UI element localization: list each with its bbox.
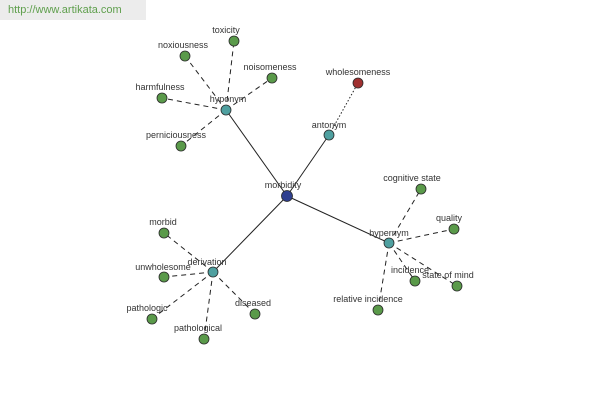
label-hypernym[interactable]: hypernym xyxy=(369,228,409,238)
edge-derivation-pathological xyxy=(203,271,214,340)
node-pathological[interactable] xyxy=(198,333,210,345)
node-wholesomeness[interactable] xyxy=(352,77,364,89)
node-pathologic[interactable] xyxy=(146,313,158,325)
label-state-of-mind[interactable]: state of mind xyxy=(422,270,474,280)
edge-derivation-pathologic xyxy=(151,271,214,320)
node-layer xyxy=(146,35,463,345)
node-antonym[interactable] xyxy=(323,129,335,141)
edge-hypernym-state-of-mind xyxy=(388,242,458,287)
label-quality[interactable]: quality xyxy=(436,213,463,223)
node-hypernym[interactable] xyxy=(383,237,395,249)
label-layer: morbidity hyponym antonym hypernym derivatio… xyxy=(126,25,473,333)
node-harmfulness[interactable] xyxy=(156,92,168,104)
edge-derivation-unwholesome xyxy=(163,271,214,278)
label-incidence[interactable]: incidence xyxy=(391,265,429,275)
label-wholesomeness[interactable]: wholesomeness xyxy=(325,67,391,77)
edge-derivation-morbid xyxy=(163,232,214,273)
label-noisomeness[interactable]: noisomeness xyxy=(243,62,297,72)
edge-hyponym-toxicity xyxy=(225,40,235,111)
label-morbid[interactable]: morbid xyxy=(149,217,177,227)
label-antonym[interactable]: antonym xyxy=(312,120,347,130)
edge-antonym-wholesomeness xyxy=(328,82,359,136)
edge-hypernym-relative-incidence xyxy=(377,242,390,311)
label-noxiousness[interactable]: noxiousness xyxy=(158,40,209,50)
edge-morbidity-derivation xyxy=(212,195,288,273)
edge-morbidity-antonym xyxy=(286,134,330,197)
node-noxiousness[interactable] xyxy=(179,50,191,62)
edge-morbidity-hypernym xyxy=(286,195,390,244)
label-pathologic[interactable]: pathologic xyxy=(126,303,168,313)
label-toxicity[interactable]: toxicity xyxy=(212,25,240,35)
label-diseased[interactable]: diseased xyxy=(235,298,271,308)
label-hyponym[interactable]: hyponym xyxy=(210,94,247,104)
node-morbid[interactable] xyxy=(158,227,170,239)
label-perniciousness[interactable]: perniciousness xyxy=(146,130,207,140)
label-pathological[interactable]: pathological xyxy=(174,323,222,333)
node-relative-incidence[interactable] xyxy=(372,304,384,316)
node-perniciousness[interactable] xyxy=(175,140,187,152)
edge-derivation-diseased xyxy=(212,271,256,315)
node-morbidity[interactable] xyxy=(281,190,293,202)
edge-hypernym-incidence xyxy=(388,242,416,282)
edge-hyponym-noxiousness xyxy=(184,55,227,111)
node-state-of-mind[interactable] xyxy=(451,280,463,292)
node-incidence[interactable] xyxy=(409,275,421,287)
node-diseased[interactable] xyxy=(249,308,261,320)
edge-hypernym-cognitive-state xyxy=(388,188,422,244)
node-toxicity[interactable] xyxy=(228,35,240,47)
node-derivation[interactable] xyxy=(207,266,219,278)
label-harmfulness[interactable]: harmfulness xyxy=(135,82,185,92)
edge-layer xyxy=(151,40,458,340)
node-hyponym[interactable] xyxy=(220,104,232,116)
edge-morbidity-hyponym xyxy=(225,109,288,197)
edge-hypernym-quality xyxy=(388,228,455,244)
site-url-link[interactable]: http://www.artikata.com xyxy=(0,0,146,20)
edge-hyponym-perniciousness xyxy=(180,109,227,147)
label-relative-incidence[interactable]: relative incidence xyxy=(333,294,403,304)
edge-hyponym-noisomeness xyxy=(225,77,273,111)
edge-hyponym-harmfulness xyxy=(161,97,227,111)
label-derivation[interactable]: derivation xyxy=(187,257,226,267)
node-unwholesome[interactable] xyxy=(158,271,170,283)
label-morbidity[interactable]: morbidity xyxy=(265,180,302,190)
node-cognitive-state[interactable] xyxy=(415,183,427,195)
node-quality[interactable] xyxy=(448,223,460,235)
label-cognitive-state[interactable]: cognitive state xyxy=(383,173,441,183)
node-noisomeness[interactable] xyxy=(266,72,278,84)
label-unwholesome[interactable]: unwholesome xyxy=(135,262,191,272)
